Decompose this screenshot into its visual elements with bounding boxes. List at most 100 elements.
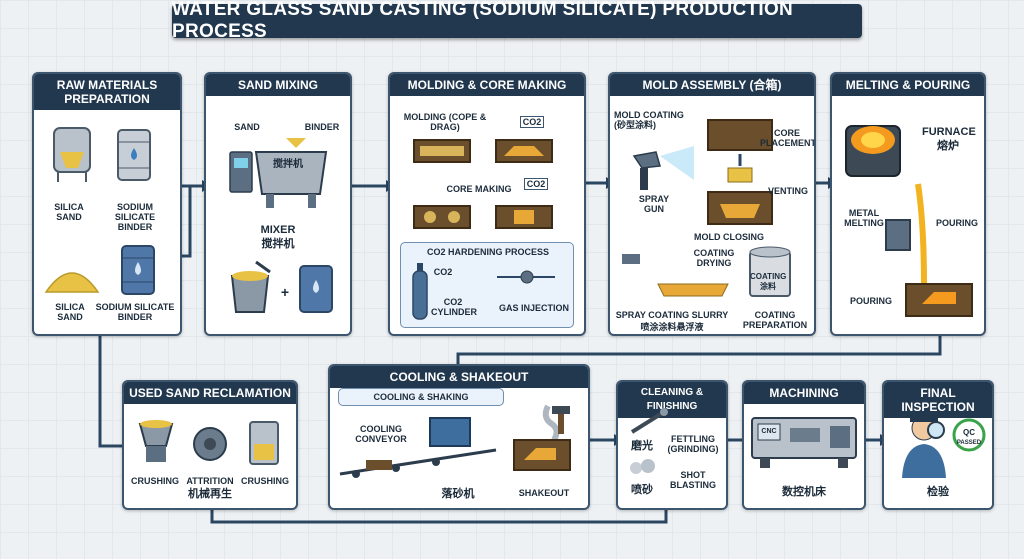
gas-valve-icon — [497, 270, 555, 284]
pouring-label-2: POURING — [849, 296, 892, 306]
flow-melting-to-cooling — [456, 333, 942, 365]
inspection-header: FINAL INSPECTION — [884, 382, 992, 418]
barrel-icon — [121, 245, 155, 295]
core-making-label: CORE MAKING — [446, 184, 512, 194]
shot-blasting-label: SHOT BLASTING — [670, 470, 716, 490]
sand-pile-icon — [44, 272, 100, 293]
page-title: WATER GLASS SAND CASTING (SODIUM SILICAT… — [172, 0, 862, 42]
pouring-label-1: POURING — [935, 218, 978, 228]
panel-reclaim: USED SAND RECLAMATION CRUSHING ATTRITION… — [122, 380, 298, 510]
spray-gun-label: SPRAY GUN — [638, 194, 670, 214]
cooling-sub-label: COOLING & SHAKING — [373, 392, 469, 402]
raw-silica-label-1: SILICA SAND — [54, 202, 84, 222]
mixing-sand-label: SAND — [234, 122, 260, 132]
melting-header: MELTING & POURING — [832, 74, 984, 96]
reclaim-header: USED SAND RECLAMATION — [124, 382, 296, 404]
metal-melting-label: METAL MELTING — [844, 208, 884, 228]
shakeout-icon — [513, 404, 571, 471]
grinder-icon — [630, 408, 668, 434]
crushing-label-1: CRUSHING — [130, 476, 179, 486]
shot-blast-icon — [630, 459, 655, 474]
raw-binder-label-1: SODIUM SILICATE BINDER — [114, 202, 156, 232]
panel-cleaning: CLEANING & FINISHING 磨光 FETTLING (GRINDI… — [616, 380, 728, 510]
coating-bucket-icon — [749, 246, 791, 297]
cleaning-header: CLEANING & FINISHING — [618, 382, 726, 418]
spray-gun-icon — [632, 146, 694, 190]
conveyor-icon — [339, 417, 497, 478]
co2-hardening-box: CO2 HARDENING PROCESS CO2 CO2 CYLINDER G… — [400, 242, 574, 328]
inspector-icon — [902, 413, 946, 478]
mold-closing-label: MOLD CLOSING — [694, 232, 764, 242]
drying-tray-icon — [622, 254, 729, 297]
qc-badge-top: QC — [963, 428, 975, 437]
furnace-label-en: FURNACE — [922, 126, 976, 138]
mixer-machine-icon — [229, 138, 328, 208]
mixer-machine-label: 搅拌机 — [273, 159, 303, 170]
molding-label: MOLDING (COPE & DRAG) — [403, 112, 487, 132]
cope-drag-mold-icon — [413, 139, 471, 163]
silo-icon — [53, 127, 91, 182]
mixer-label-cn: 搅拌机 — [261, 238, 295, 250]
cooling-conveyor-label: COOLING CONVEYOR — [355, 424, 407, 444]
panel-machining: MACHINING CNC 数控机床 — [742, 380, 866, 510]
core-box-icon — [413, 205, 471, 229]
core-placement-label: CORE PLACEMENT — [760, 128, 816, 148]
panel-molding: MOLDING & CORE MAKING MOLDING (COPE & DR… — [388, 72, 586, 336]
furnace-label-cn: 熔炉 — [937, 140, 959, 152]
panel-mold-assembly: MOLD ASSEMBLY (合箱) MOLD COATING (砂型涂料) S… — [608, 72, 816, 336]
coating-prep-label: COATING PREPARATION — [742, 310, 808, 330]
drum-icon — [117, 129, 151, 181]
attrition-machine-icon — [193, 427, 227, 461]
furnace-icon — [845, 125, 901, 177]
fettling-label: FETTLING (GRINDING) — [667, 434, 719, 454]
machining-header: MACHINING — [744, 382, 864, 404]
machining-cn-label: 数控机床 — [782, 486, 826, 498]
cooling-sub-banner: COOLING & SHAKING — [338, 388, 504, 406]
molding-header: MOLDING & CORE MAKING — [390, 74, 584, 96]
mold-coating-label: MOLD COATING (砂型涂料) — [614, 110, 684, 130]
co2-tag-1: CO2 — [520, 116, 544, 128]
cnc-machine-icon — [751, 417, 857, 468]
ladle-icon — [885, 183, 927, 285]
co2-cylinder-icon — [412, 263, 428, 320]
panel-cooling: COOLING & SHAKEOUT COOLING & SHAKING COO… — [328, 364, 590, 510]
shakeout-label: SHAKEOUT — [518, 488, 570, 498]
co2-tag-2: CO2 — [524, 178, 548, 190]
mixing-header: SAND MIXING — [206, 74, 350, 96]
gas-injection-label: GAS INJECTION — [499, 303, 570, 313]
qc-badge-bottom: PASSED — [956, 440, 982, 446]
panel-raw-materials: RAW MATERIALS PREPARATION SILICA SAND SO… — [32, 72, 182, 336]
cnc-screen-label: CNC — [761, 428, 777, 435]
cooling-cn-label: 落砂机 — [441, 488, 475, 500]
mixing-plus: + — [280, 284, 290, 300]
cooling-header: COOLING & SHAKEOUT — [330, 366, 588, 388]
flow-reclaim-to-raw — [98, 334, 122, 448]
coating-can-label: COATING 涂料 — [750, 272, 787, 291]
panel-melting: MELTING & POURING FURNACE 熔炉 METAL MELTI… — [830, 72, 986, 336]
panel-sand-mixing: SAND MIXING SAND BINDER 搅拌机 MIXER 搅拌机 + — [204, 72, 352, 336]
attrition-label-en: ATTRITION — [186, 476, 234, 486]
binder-drum-icon — [299, 265, 333, 313]
co2-cylinder-label: CO2 CYLINDER — [431, 297, 478, 317]
co2-cylinder-small-label: CO2 — [433, 267, 453, 277]
panel-inspection: FINAL INSPECTION QC PASSED 检验 — [882, 380, 994, 510]
mold-co2-icon — [495, 139, 553, 163]
sand-bucket-icon — [230, 260, 271, 313]
raw-binder-label-2: SODIUM SILICATE BINDER — [95, 302, 175, 322]
crusher-icon — [138, 420, 174, 462]
reclaim-drum-icon — [249, 421, 279, 465]
slurry-label-cn: 喷涂涂料悬浮液 — [640, 322, 704, 332]
flow-cleaning-to-reclaim — [210, 506, 668, 524]
raw-header: RAW MATERIALS PREPARATION — [34, 74, 180, 110]
grinding-cn-label: 磨光 — [631, 440, 653, 452]
coating-drying-label: COATING DRYING — [693, 248, 735, 268]
slurry-label-en: SPRAY COATING SLURRY — [615, 310, 729, 320]
mixing-binder-label: BINDER — [304, 122, 340, 132]
crushing-label-2: CRUSHING — [240, 476, 289, 486]
blasting-cn-label: 喷砂 — [631, 484, 653, 496]
assembly-header: MOLD ASSEMBLY (合箱) — [610, 74, 814, 96]
qc-badge-icon — [952, 418, 986, 452]
core-co2-icon — [495, 205, 553, 229]
raw-silica-label-2: SILICA SAND — [55, 302, 85, 322]
attrition-label-cn: 机械再生 — [188, 488, 232, 500]
